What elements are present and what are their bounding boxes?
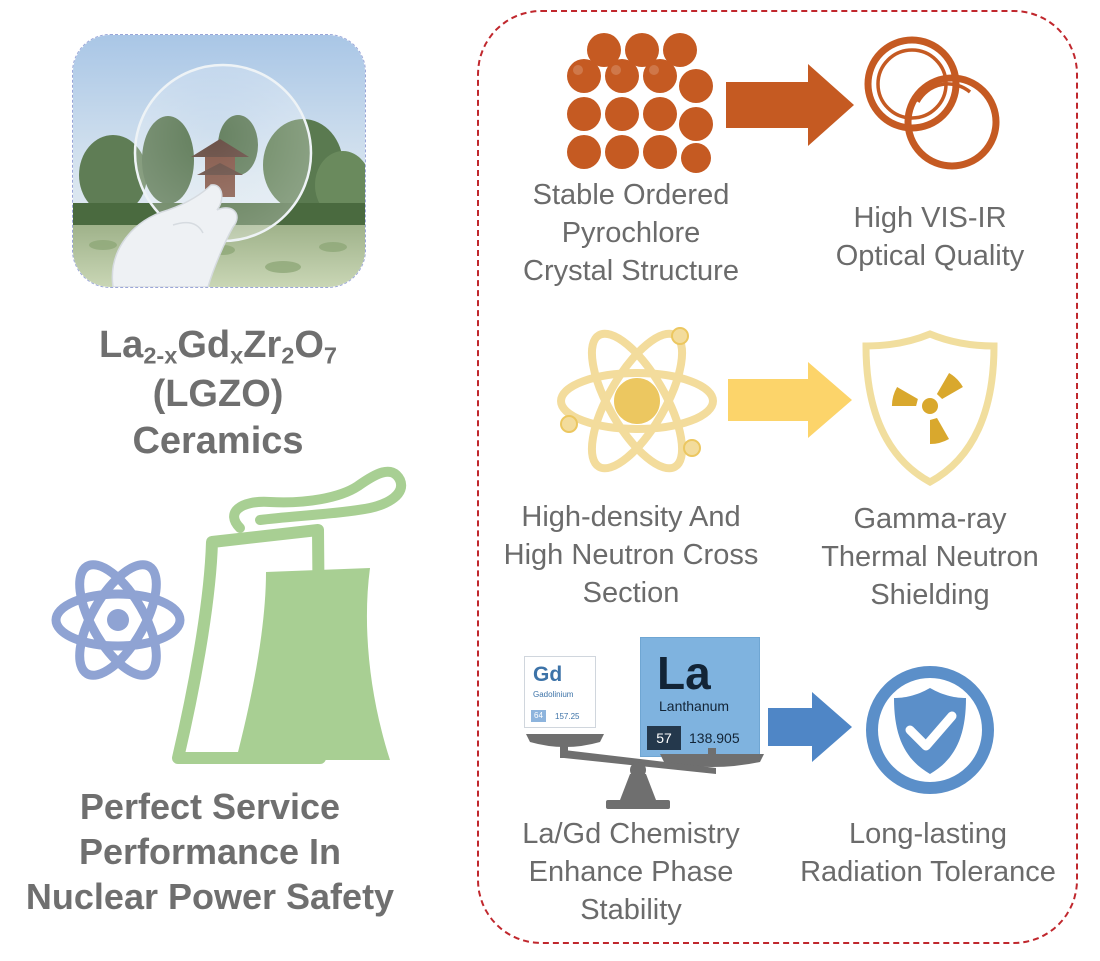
formula-zr-sub: 2 [281, 342, 295, 369]
steam-cloud-icon [229, 466, 407, 533]
element-tile-la: La Lanthanum 57 138.905 [640, 637, 760, 757]
formula-la: La [98, 324, 144, 366]
caption-line: Shielding [870, 579, 990, 611]
plant-caption-line-1: Perfect Service [79, 786, 341, 827]
plant-caption-line-3: Nuclear Power Safety [25, 876, 395, 917]
caption-line: Long-lasting [849, 818, 1007, 850]
formula-gd: Gd [177, 324, 231, 366]
caption-line: Optical Quality [835, 240, 1025, 272]
plant-caption-line-2: Performance In [78, 831, 342, 872]
element-mass: 138.905 [689, 730, 740, 746]
ceramic-disk-photo [72, 34, 366, 288]
caption-line: Stability [580, 894, 682, 926]
atom-symbol-icon [51, 560, 185, 680]
element-symbol: Gd [533, 663, 563, 686]
element-mass: 157.25 [555, 712, 580, 721]
nuclear-plant-illustration [51, 466, 407, 764]
element-symbol: La [657, 647, 711, 699]
material-class: Ceramics [132, 420, 304, 462]
caption-line: Thermal Neutron [821, 541, 1039, 573]
caption-line: High VIS-IR [853, 202, 1007, 234]
caption-line: Crystal Structure [523, 255, 739, 287]
formula-gd-sub: x [230, 342, 244, 369]
caption-line: High-density And [521, 501, 741, 533]
caption-line: Pyrochlore [561, 217, 701, 249]
caption-crystal-structure: Stable Ordered Pyrochlore Crystal Struct… [486, 176, 776, 290]
balance-scale-icon [526, 734, 764, 809]
lens-circles-icon [864, 36, 1000, 170]
material-abbreviation: (LGZO) [152, 373, 284, 415]
caption-phase-stability: La/Gd Chemistry Enhance Phase Stability [486, 815, 776, 929]
caption-line: Stable Ordered [532, 179, 730, 211]
formula-zr: Zr [243, 324, 282, 366]
caption-neutron-cross-section: High-density And High Neutron Cross Sect… [486, 498, 776, 612]
chimney-icon [172, 524, 326, 764]
arrow-row-1-icon [726, 64, 854, 146]
caption-line: Gamma-ray [853, 503, 1007, 535]
plant-caption: Perfect Service Performance In Nuclear P… [0, 784, 420, 919]
caption-line: High Neutron Cross [503, 539, 759, 571]
element-name: Lanthanum [659, 698, 730, 714]
arrow-row-2-icon [728, 362, 852, 438]
spheres-lattice-icon [567, 33, 713, 173]
caption-line: Radiation Tolerance [800, 856, 1056, 888]
check-shield-icon [866, 666, 994, 794]
formula-o-sub: 7 [323, 342, 338, 369]
element-tile-gd: Gd Gadolinium 64 157.25 [524, 656, 596, 728]
cooling-tower-icon [236, 568, 390, 760]
caption-line: Section [582, 577, 680, 609]
properties-panel [477, 10, 1078, 944]
caption-line: Enhance Phase [528, 856, 734, 888]
formula-la-sub: 2-x [143, 342, 178, 369]
formula-o: O [294, 324, 324, 366]
caption-optical-quality: High VIS-IR Optical Quality [790, 199, 1070, 275]
caption-radiation-tolerance: Long-lasting Radiation Tolerance [776, 815, 1080, 891]
ceramic-disk-photo-image [73, 35, 365, 287]
element-number: 64 [531, 710, 546, 722]
atom-icon [557, 327, 717, 473]
element-name: Gadolinium [533, 690, 574, 699]
arrow-row-3-icon [768, 692, 852, 762]
radiation-shield-icon [862, 330, 998, 486]
element-number: 57 [647, 726, 681, 750]
caption-shielding: Gamma-ray Thermal Neutron Shielding [790, 500, 1070, 614]
caption-line: La/Gd Chemistry [522, 818, 740, 850]
material-formula: La2-xGdxZr2O7 [60, 322, 376, 368]
